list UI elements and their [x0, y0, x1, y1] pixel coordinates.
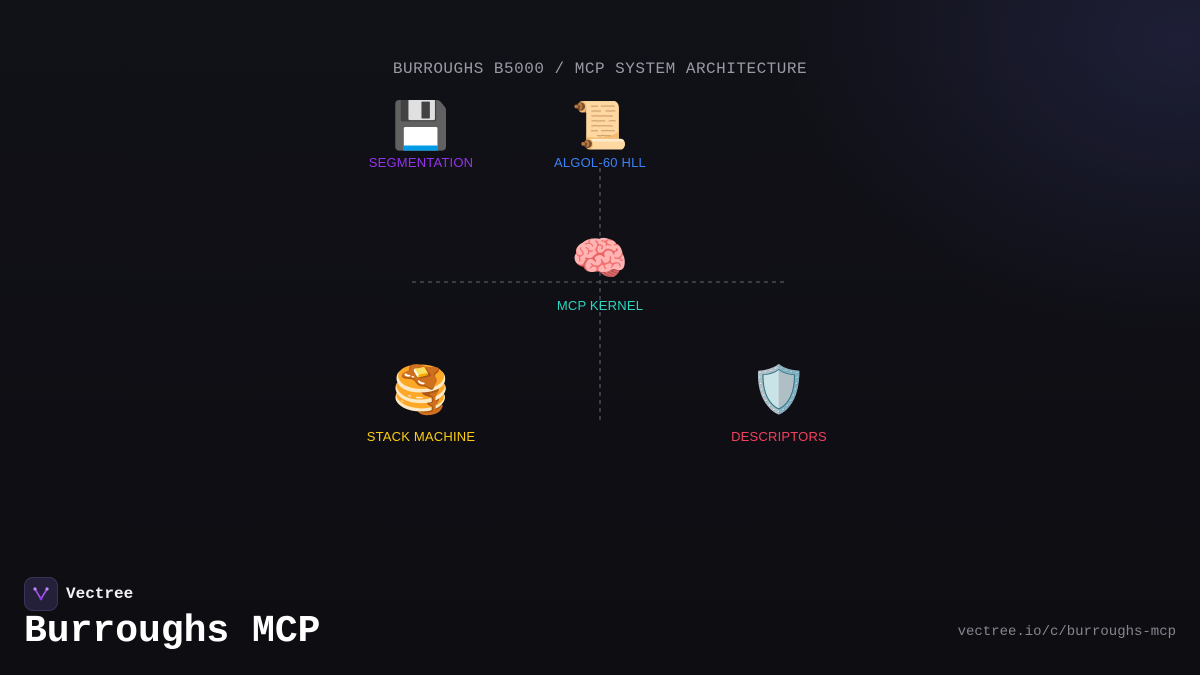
node-label-kernel: MCP KERNEL: [556, 298, 644, 313]
node-label-descriptors: DESCRIPTORS: [731, 429, 827, 444]
node-label-algol: ALGOL-60 HLL: [553, 155, 646, 170]
node-label-stack-machine: STACK MACHINE: [366, 429, 476, 444]
node-label-segmentation: SEGMENTATION: [368, 155, 474, 170]
pancakes-icon: 🥞: [392, 363, 450, 415]
brand[interactable]: Vectree: [24, 577, 133, 611]
node-segmentation: 💾 SEGMENTATION: [341, 97, 501, 170]
floppy-disk-icon: 💾: [392, 99, 450, 151]
node-stack-machine: 🥞 STACK MACHINE: [341, 361, 501, 444]
shield-icon: 🛡️: [750, 363, 808, 415]
page-title: Burroughs MCP: [24, 610, 321, 653]
vectree-logo-icon: [24, 577, 58, 611]
scroll-icon: 📜: [571, 99, 629, 151]
brand-name: Vectree: [66, 585, 134, 603]
node-algol: 📜 ALGOL-60 HLL: [520, 97, 680, 170]
diagram-title: BURROUGHS B5000 / MCP SYSTEM ARCHITECTUR…: [392, 60, 808, 78]
node-descriptors: 🛡️ DESCRIPTORS: [699, 361, 859, 444]
node-kernel: 🧠 MCP KERNEL: [520, 230, 680, 313]
page-url[interactable]: vectree.io/c/burroughs-mcp: [957, 624, 1176, 640]
brain-icon: 🧠: [571, 232, 629, 284]
